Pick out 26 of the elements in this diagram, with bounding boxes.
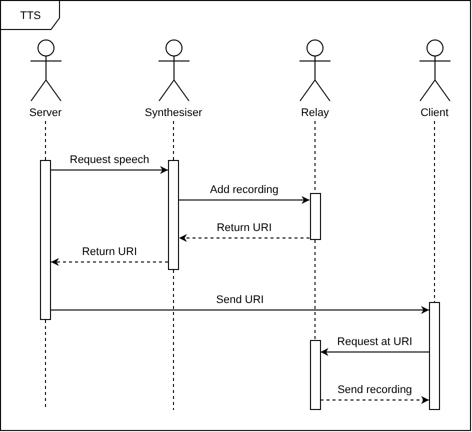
activation-bar xyxy=(40,160,51,320)
actor-name: Client xyxy=(420,106,449,120)
lifeline xyxy=(314,240,316,340)
message-arrow xyxy=(50,258,168,266)
message-label: Send recording xyxy=(335,384,414,397)
lifeline xyxy=(45,120,46,160)
message-label: Add recording xyxy=(208,184,280,197)
message-label: Request speech xyxy=(68,154,152,167)
activation-bar xyxy=(310,340,320,410)
message-label: Request at URI xyxy=(335,336,414,349)
message-arrow xyxy=(50,306,430,314)
message-arrow xyxy=(178,234,310,242)
message-arrow xyxy=(178,196,310,204)
actor-name: Synthesiser xyxy=(144,106,202,120)
actor-name: Server xyxy=(29,106,62,120)
message-arrow xyxy=(320,348,430,356)
actor-name: Relay xyxy=(300,106,330,120)
activation-bar xyxy=(310,193,320,240)
frame-tab: TTS xyxy=(1,1,60,30)
lifeline xyxy=(173,270,174,410)
lifeline xyxy=(173,120,174,160)
message-arrow xyxy=(50,166,168,174)
activation-bar xyxy=(168,160,179,270)
message-arrow xyxy=(320,396,430,404)
lifeline xyxy=(434,120,435,302)
activation-bar xyxy=(429,302,440,410)
